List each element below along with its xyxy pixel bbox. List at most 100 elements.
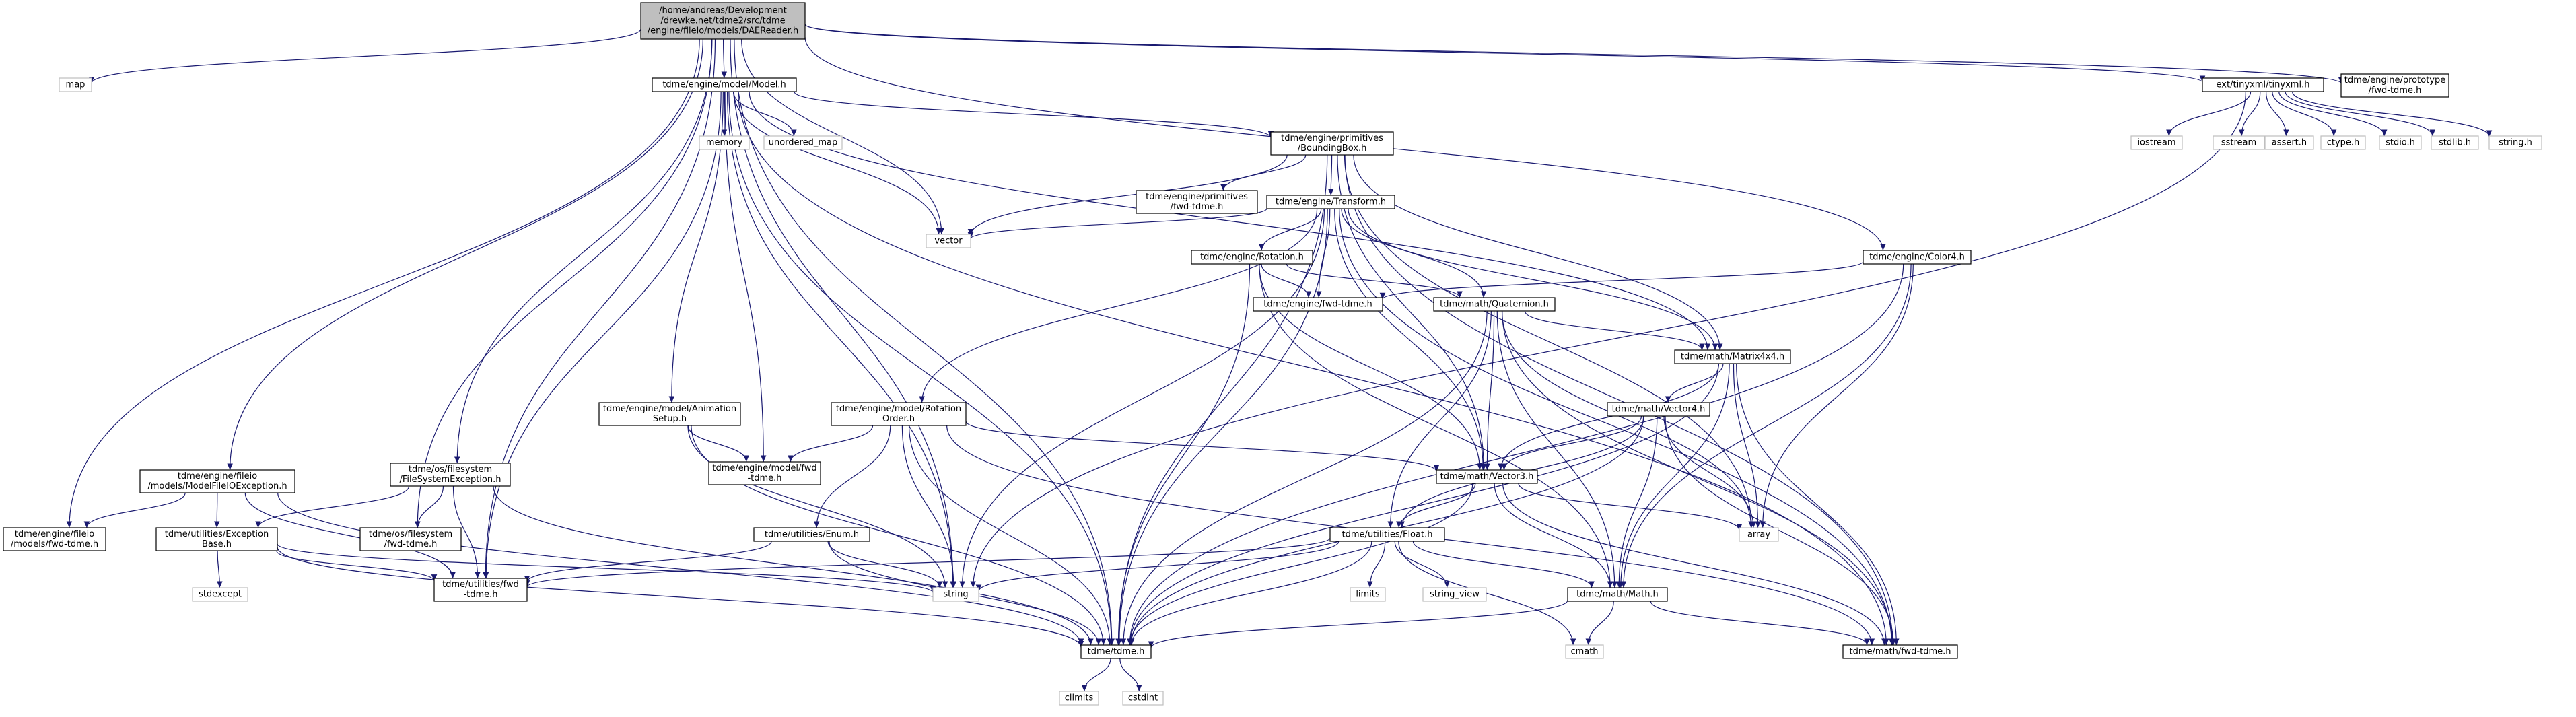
node-label: tdme/utilities/Float.h: [1342, 530, 1433, 540]
node-osfsfwd[interactable]: tdme/os/filesystem/fwd-tdme.h: [359, 527, 462, 551]
edge-matrix-to-array: [1733, 363, 1761, 528]
edge-transform-to-string: [959, 208, 1325, 588]
node-label: tdme/engine/fwd-tdme.h: [1263, 300, 1372, 310]
node-box: [1565, 644, 1604, 659]
node-quat[interactable]: tdme/math/Quaternion.h: [1433, 297, 1556, 312]
edge-tinyxml-to-string: [970, 91, 2246, 588]
edge-mathh-to-mathfwd: [1650, 601, 1870, 646]
node-box: [192, 587, 248, 602]
edge-vec4-to-mathfwd: [1665, 415, 1897, 646]
node-box: [1270, 131, 1394, 156]
node-box: [1567, 587, 1668, 602]
node-label: tdme/utilities/Enum.h: [765, 530, 859, 540]
node-utilfwd[interactable]: tdme/utilities/fwd-tdme.h: [433, 578, 528, 602]
node-cstdint: cstdint: [1122, 691, 1164, 706]
edge-fsexc-to-excbase: [255, 485, 410, 528]
edge-matrix-to-vec3: [1498, 363, 1720, 471]
node-label: tdme/math/Math.h: [1576, 590, 1659, 600]
node-label: /models/fwd-tdme.h: [11, 539, 98, 549]
node-box: [2488, 135, 2542, 150]
edge-modelfileio-to-fileiofwd: [83, 492, 186, 528]
node-mathh[interactable]: tdme/math/Math.h: [1567, 587, 1668, 602]
node-box: [753, 527, 870, 542]
node-bbox[interactable]: tdme/engine/primitives/BoundingBox.h: [1270, 131, 1394, 156]
node-tdmeh[interactable]: tdme/tdme.h: [1080, 644, 1152, 659]
edge-excbase-to-string: [277, 543, 936, 593]
node-color4[interactable]: tdme/engine/Color4.h: [1863, 250, 1972, 265]
edge-fsexc-to-osfsfwd: [415, 485, 444, 528]
node-layer: /home/andreas/Development/drewke.net/tdm…: [3, 2, 2542, 706]
node-map: map: [59, 77, 92, 92]
node-box: [390, 463, 511, 487]
edge-mathh-to-tdmeh: [1148, 600, 1568, 648]
node-rotation[interactable]: tdme/engine/Rotation.h: [1191, 250, 1313, 265]
node-modelfwd[interactable]: tdme/engine/model/fwd-tdme.h: [708, 461, 821, 485]
node-fileiofwd[interactable]: tdme/engine/fileio/models/fwd-tdme.h: [3, 527, 106, 551]
edge-vec3-to-mathfwd: [1502, 483, 1887, 646]
node-primfwd[interactable]: tdme/engine/primitives/fwd-tdme.h: [1136, 190, 1258, 214]
node-box: [1422, 587, 1487, 602]
edge-enumh-to-utilfwd: [524, 541, 772, 582]
node-enginefwd[interactable]: tdme/engine/fwd-tdme.h: [1253, 297, 1383, 312]
edge-rotorder-to-vec3: [965, 421, 1440, 472]
node-box: [763, 135, 843, 150]
node-label: stdio.h: [2386, 138, 2415, 148]
edge-quat-to-tdmeh: [1120, 310, 1488, 646]
node-enumh[interactable]: tdme/utilities/Enum.h: [753, 527, 870, 542]
edge-floath-to-utilfwd: [524, 537, 1331, 588]
node-label: tdme/engine/Color4.h: [1869, 252, 1965, 263]
edge-vec3-to-mathh: [1494, 483, 1613, 588]
edge-vec4-to-vec3: [1501, 415, 1642, 471]
edge-floath-to-mathh: [1412, 541, 1595, 588]
node-box: [1253, 297, 1383, 312]
node-tinyxml[interactable]: ext/tinyxml/tinyxml.h: [2202, 77, 2324, 92]
node-label: tdme/engine/primitives: [1281, 133, 1383, 143]
node-box: [2340, 73, 2449, 98]
node-stringh: string.h: [2488, 135, 2542, 150]
node-label: tdme/tdme.h: [1088, 647, 1145, 657]
node-root[interactable]: /home/andreas/Development/drewke.net/tdm…: [640, 2, 806, 40]
edge-matrix-to-tdmeh: [1127, 363, 1719, 646]
node-box: [2130, 135, 2183, 150]
edge-model-to-string: [726, 91, 956, 588]
node-iostream: iostream: [2130, 135, 2183, 150]
edge-bbox-to-primfwd: [1220, 154, 1307, 191]
edge-tinyxml-to-iostream: [2166, 91, 2252, 137]
node-fsexc[interactable]: tdme/os/filesystem/FileSystemException.h: [390, 463, 511, 487]
node-box: [139, 469, 295, 493]
node-proto[interactable]: tdme/engine/prototype/fwd-tdme.h: [2340, 73, 2449, 98]
edge-matrix-to-mathh: [1617, 363, 1730, 588]
node-stdexcept: stdexcept: [192, 587, 248, 602]
edge-model-to-bbox: [794, 91, 1274, 138]
node-matrix[interactable]: tdme/math/Matrix4x4.h: [1674, 349, 1791, 364]
node-transform[interactable]: tdme/engine/Transform.h: [1266, 195, 1395, 209]
node-vec3[interactable]: tdme/math/Vector3.h: [1436, 469, 1538, 484]
node-label: climits: [1065, 693, 1094, 704]
node-box: [2320, 135, 2366, 150]
node-stdlibh: stdlib.h: [2431, 135, 2479, 150]
node-mathfwd[interactable]: tdme/math/fwd-tdme.h: [1842, 644, 1958, 659]
node-label: tdme/engine/model/Animation: [603, 404, 736, 414]
node-label: tdme/engine/Rotation.h: [1200, 252, 1304, 263]
node-label: limits: [1356, 590, 1380, 600]
node-label: tdme/engine/fileio: [178, 471, 258, 481]
edge-transform-to-tdmeh: [1116, 208, 1328, 646]
node-label: unordered_map: [769, 138, 838, 148]
node-box: [1842, 644, 1958, 659]
node-label: stdexcept: [199, 590, 242, 600]
edge-rotation-to-tdmeh: [1115, 263, 1251, 646]
node-label: -tdme.h: [463, 590, 497, 600]
node-box: [1329, 527, 1445, 542]
node-floath[interactable]: tdme/utilities/Float.h: [1329, 527, 1445, 542]
node-model[interactable]: tdme/engine/model/Model.h: [652, 77, 797, 92]
node-vec4[interactable]: tdme/math/Vector4.h: [1607, 402, 1710, 417]
node-label: tdme/math/Matrix4x4.h: [1681, 352, 1784, 362]
node-modelfileio[interactable]: tdme/engine/fileio/models/ModelFileIOExc…: [139, 469, 295, 493]
node-label: string.h: [2499, 138, 2532, 148]
edge-tinyxml-to-stdioh: [2278, 91, 2388, 137]
node-label: tdme/engine/model/fwd: [712, 463, 816, 473]
node-box: [433, 578, 528, 602]
